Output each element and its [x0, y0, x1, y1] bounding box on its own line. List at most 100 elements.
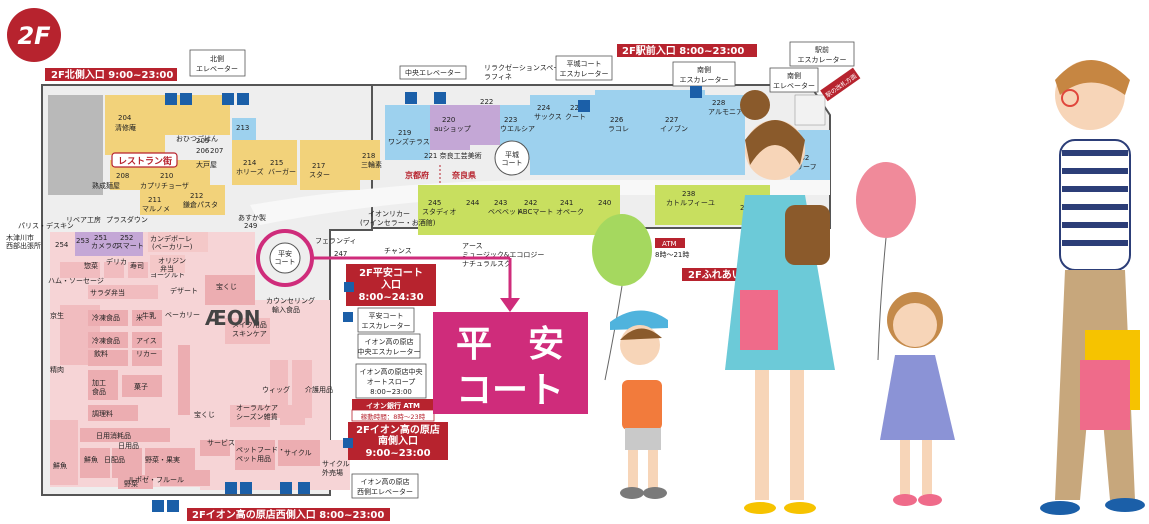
- nara-label: 奈良県: [451, 170, 476, 180]
- label-ryouri: 調理料: [92, 409, 113, 418]
- south-escalator-2: エスカレーター: [680, 75, 729, 84]
- store-205-num: 205: [196, 137, 209, 145]
- father-figure-icon: [1040, 60, 1145, 515]
- escalator-aeon-icon: [343, 312, 353, 322]
- label-nichiyou3: 日配品: [104, 456, 125, 464]
- store-204-num: 204: [118, 114, 132, 122]
- station-escalator-1: 駅前: [815, 45, 829, 54]
- label-souzai: 惣菜: [84, 261, 98, 270]
- green-balloon-icon: [592, 214, 652, 381]
- label-imported-1: 輸入食品: [272, 305, 300, 314]
- facility-aeon-central-escalator: イオン高の原店 中央エスカレーター: [358, 333, 421, 359]
- paris-desk: パリス・デスキン: [18, 221, 74, 230]
- store-204-name: 清修庵: [115, 123, 136, 132]
- store-206-num: 206: [196, 147, 210, 155]
- store-214-name: ホリーズ: [236, 167, 264, 176]
- store-251-name: カメラの: [91, 242, 119, 250]
- facility-central-elevator: 中央エレベーター: [399, 65, 467, 80]
- store-213-num: 213: [236, 124, 249, 132]
- heijo-court-label-1: 平城: [505, 151, 519, 159]
- aeon-logo: ÆON: [205, 306, 260, 330]
- store-238-num: 238: [682, 190, 695, 198]
- kizugawa-2: 西部出張所: [6, 241, 41, 250]
- label-frozen: 冷凍食品: [92, 313, 120, 322]
- plusdown: プラスダウン: [106, 215, 148, 224]
- label-dessert: デザート: [170, 286, 198, 295]
- store-222-num: 222: [480, 98, 493, 106]
- aeon-slope-2: オートスロープ: [367, 378, 416, 386]
- store-245-name: スタディオ: [422, 207, 457, 216]
- facility-north-elevator: 北側 エレベーター: [189, 49, 246, 77]
- central-elevator-label: 中央エレベーター: [405, 68, 461, 77]
- label-wig: ウィッグ: [262, 385, 290, 394]
- earth-2: ミュージック&エコロジー: [462, 251, 544, 259]
- store-252-num: 252: [120, 234, 133, 242]
- facility-station-escalator: 駅前 エスカレーター: [789, 41, 855, 67]
- store-232-name: リーフ: [796, 163, 817, 171]
- store-210-num: 210: [160, 172, 173, 180]
- label-counseling-1: カウンセリング: [266, 296, 315, 305]
- south-elevator-1: 南側: [787, 71, 801, 80]
- west-stores: 254 253 251 カメラの 252 スマート カンデボーレ (ベーカリー)…: [6, 215, 208, 273]
- family-illustration: [592, 60, 1145, 515]
- entrance-heian: 2F平安コート 入口 8:00~24:30: [346, 264, 436, 306]
- label-oral-2: シーズン雑貨: [236, 412, 278, 421]
- heijo-escalator-2: エスカレーター: [560, 69, 609, 78]
- entrance-south-2: 南側入口: [378, 434, 418, 447]
- aeon-slope-1: イオン高の原店中央: [360, 367, 423, 376]
- store-253-num: 253: [76, 237, 89, 245]
- entrance-south-3: 9:00~23:00: [365, 448, 430, 459]
- label-kyosei: 京生: [50, 311, 64, 320]
- store-245-num: 245: [428, 199, 441, 207]
- aeon-supermarket-area: [50, 232, 350, 490]
- store-227-name: イノブン: [660, 124, 688, 133]
- aeon-liquor-1: イオンリカー: [368, 210, 410, 218]
- label-bicycle-out-2: 外売場: [322, 468, 343, 477]
- label-kakou-1: 加工: [92, 378, 106, 387]
- heijo-court-label-2: コート: [502, 159, 523, 167]
- store-210-name: カプリチョーザ: [140, 182, 189, 190]
- aeon-central-escalator-2: 中央エスカレーター: [358, 347, 421, 356]
- wheelchair-icon: [165, 93, 177, 105]
- entrance-heian-2: 入口: [381, 279, 401, 291]
- aeon-atm-label: イオン銀行 ATM: [366, 401, 420, 410]
- store-249-num: 249: [244, 222, 257, 230]
- label-rice: 米: [136, 313, 143, 322]
- label-makeup-2: スキンケア: [232, 330, 267, 338]
- pink-balloon-icon: [856, 162, 916, 361]
- label-lunch: ルポゼ・フルール: [128, 475, 184, 484]
- callout-line-1: 平 安: [456, 324, 564, 365]
- aeon-atm-hours: 稼動時間：8時～23時: [361, 412, 426, 421]
- ashiya-label: あすか製: [238, 213, 266, 222]
- label-kaigo: 介護用品: [305, 385, 333, 394]
- facility-south-escalator: 南側 エスカレーター: [672, 61, 736, 87]
- entrance-north: 2F北側入口 9:00~23:00: [45, 68, 177, 81]
- earth-3: ナチュラルスク: [462, 260, 511, 268]
- earth-1: アース: [462, 242, 483, 250]
- aeon-slope-3: 8:00~23:00: [370, 388, 412, 396]
- kizugawa-1: 木津川市: [6, 233, 34, 242]
- small-atm-label: ATM: [662, 240, 677, 248]
- heian-escalator-1: 平安コート: [369, 311, 404, 320]
- store-207-num: 207: [210, 147, 223, 155]
- boy-figure-icon: [610, 310, 668, 499]
- entrance-heian-1: 2F平安コート: [359, 266, 423, 279]
- entrance-fureai-label: 2Fふれあい: [688, 268, 742, 281]
- entrance-north-label: 2F北側入口 9:00~23:00: [51, 68, 173, 81]
- label-takarakuji-2: 宝くじ: [194, 410, 215, 419]
- restroom-west-icon: [280, 482, 292, 494]
- escalator-west-icon: [225, 482, 237, 494]
- store-242-name: ABCマート: [518, 208, 553, 216]
- store-223-name: ウエルシア: [500, 125, 535, 133]
- label-bakery: ベーカリー: [165, 311, 200, 319]
- store-206-name: 大戸屋: [196, 160, 217, 169]
- store-212-num: 212: [190, 192, 203, 200]
- floor-badge: 2F: [7, 8, 61, 62]
- nursing-room-icon: [237, 93, 249, 105]
- store-211-name: マルノメ: [142, 205, 170, 213]
- store-247-num: 247: [334, 250, 347, 258]
- label-salad: サラダ弁当: [90, 288, 125, 297]
- label-bicycle: サイクル: [284, 449, 312, 457]
- store-223-num: 223: [504, 116, 517, 124]
